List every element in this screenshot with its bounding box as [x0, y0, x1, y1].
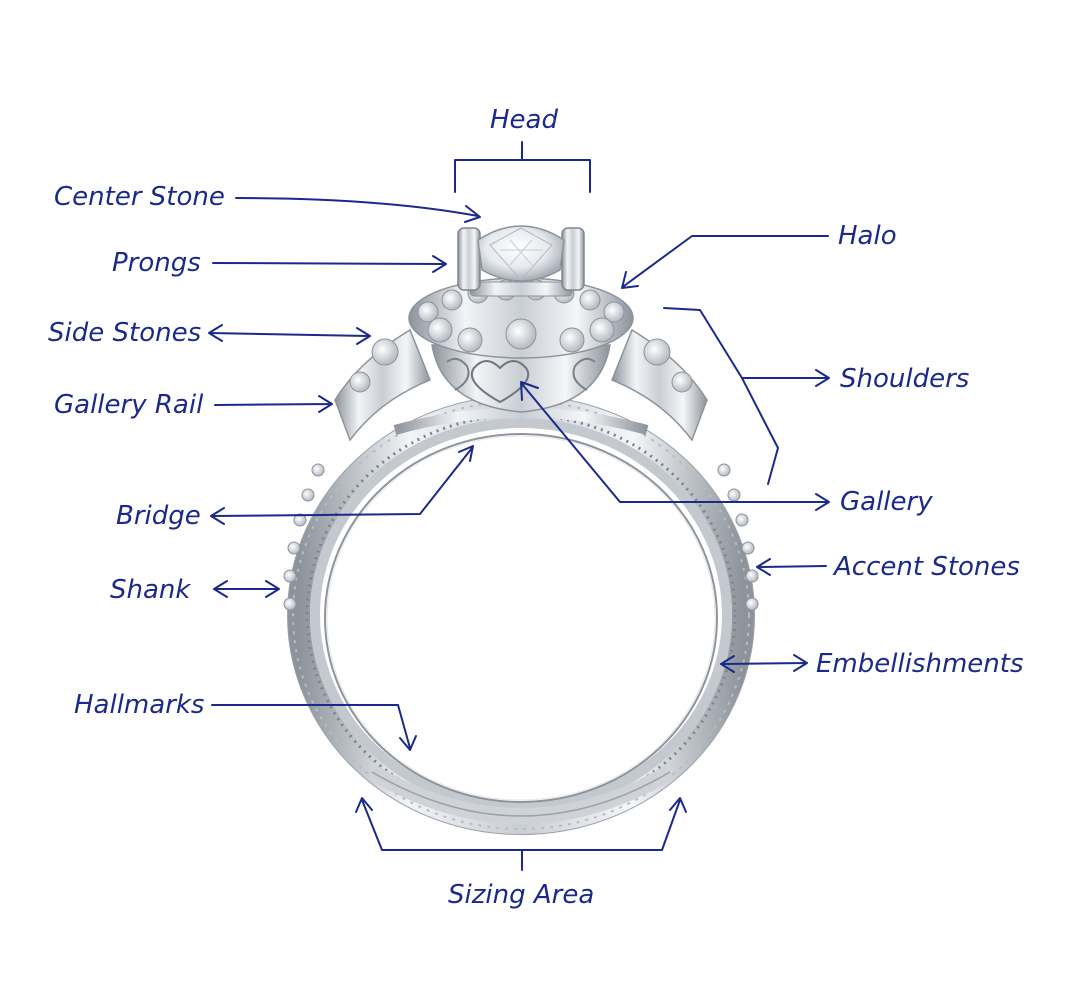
head-bracket	[454, 141, 591, 193]
label-prongs: Prongs	[112, 248, 201, 278]
ring-gallery	[431, 344, 611, 413]
label-shank: Shank	[110, 575, 191, 605]
ring-shoulders	[334, 328, 708, 442]
label-side-stones: Side Stones	[48, 318, 202, 348]
sizing-area-arrow	[355, 797, 687, 871]
gallery-rail-arrow	[214, 395, 333, 413]
label-embellishments: Embellishments	[816, 649, 1024, 679]
label-head: Head	[490, 105, 558, 135]
shoulders-arrow	[663, 307, 830, 485]
label-shoulders: Shoulders	[840, 364, 970, 394]
label-bridge: Bridge	[116, 501, 201, 531]
bridge-arrow	[210, 445, 474, 525]
label-gallery-rail: Gallery Rail	[54, 390, 204, 420]
ring-head	[457, 225, 585, 297]
halo-arrow	[621, 235, 829, 289]
accent-stones-arrow	[756, 558, 827, 576]
prongs-arrow	[212, 255, 447, 273]
label-accent-stones: Accent Stones	[834, 552, 1020, 582]
shank-arrow	[213, 580, 280, 598]
label-hallmarks: Hallmarks	[74, 690, 205, 720]
gallery-arrow	[520, 381, 830, 511]
center-stone-arrow	[235, 197, 481, 223]
label-gallery: Gallery	[840, 487, 933, 517]
embellishments-arrow	[720, 654, 808, 673]
hallmarks-arrow	[211, 704, 417, 751]
side-stones-arrow	[208, 324, 371, 345]
label-center-stone: Center Stone	[54, 182, 225, 212]
label-sizing-area: Sizing Area	[448, 880, 595, 910]
label-halo: Halo	[838, 221, 897, 251]
